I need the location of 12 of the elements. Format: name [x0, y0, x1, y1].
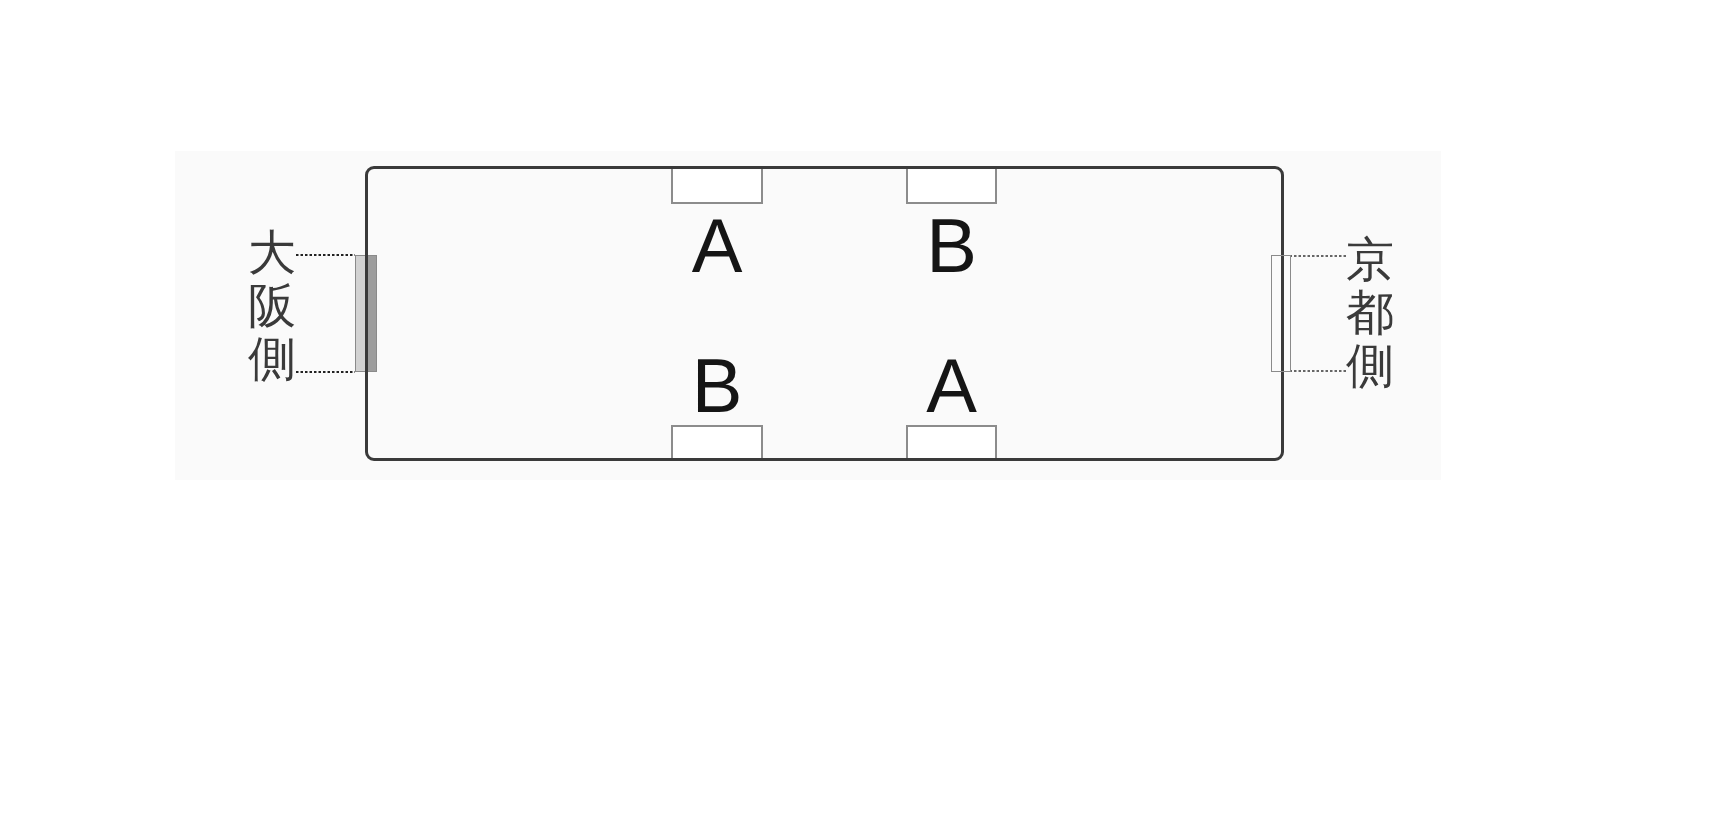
door-letter: B	[691, 348, 743, 424]
direction-label: 京都側	[1346, 233, 1394, 392]
leader-line	[1290, 255, 1347, 257]
train-car-outline	[365, 166, 1284, 461]
door-letter: A	[926, 348, 977, 424]
leader-line	[295, 371, 356, 373]
door-letter: A	[691, 208, 743, 284]
end-door	[1271, 255, 1291, 372]
leader-line	[295, 254, 356, 256]
leader-line	[1290, 370, 1347, 372]
door-letter: B	[926, 208, 977, 284]
direction-label: 大阪側	[248, 226, 296, 385]
